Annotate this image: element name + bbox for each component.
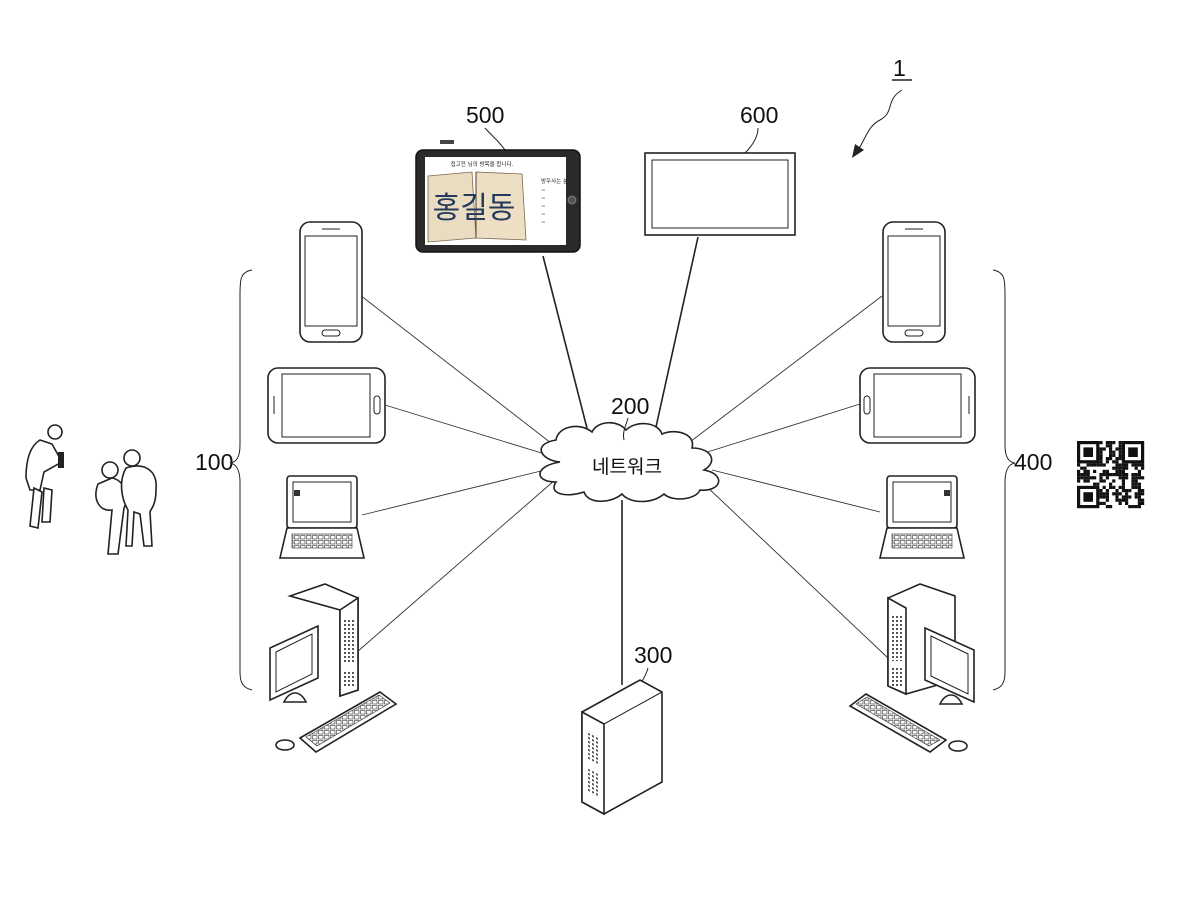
left-smartphone [300,222,362,342]
network-cloud: 네트워크 [540,423,719,502]
right-desktop-pc [850,584,974,752]
tablet-header-text: 접고전 님의 방목을 합니다. [451,160,514,168]
system-arrowhead [852,144,864,158]
tablet-side-item: ~ [541,204,546,210]
tablet-side-item: ~ [541,212,546,218]
label-500: 500 [466,102,504,128]
leader-500 [485,128,505,150]
tablet-side-header: 방우사는 분 [541,177,568,185]
tablet-side-item: ~ [541,196,546,202]
handwritten-name: 홍길동 [433,191,516,226]
right-laptop [880,476,964,558]
tablet-side-item: ~ [541,188,546,194]
label-600: 600 [740,102,778,128]
left-group-brace [230,270,252,690]
tablet-display-500: 접고전 님의 방목을 합니다. 홍길동 방우사는 분 ~ ~ ~ ~ ~ [416,140,580,252]
label-300: 300 [634,642,672,668]
monitor-display-600 [645,153,795,235]
qr-code [1077,441,1144,508]
right-tablet [860,368,975,443]
right-smartphone [883,222,945,342]
network-label: 네트워크 [592,456,662,478]
tablet-side-item: ~ [541,220,546,226]
label-100: 100 [195,449,233,475]
label-200: 200 [611,393,649,419]
server-computer [582,680,662,814]
left-tablet [268,368,385,443]
label-400: 400 [1014,449,1052,475]
bowing-person-figure [26,425,64,528]
left-desktop-pc [270,584,396,752]
leader-600 [745,128,758,153]
system-label: 1 [893,55,906,81]
couple-figures [96,450,156,554]
system-leader-line [858,90,902,150]
left-laptop [280,476,364,558]
right-group-brace [993,270,1015,690]
